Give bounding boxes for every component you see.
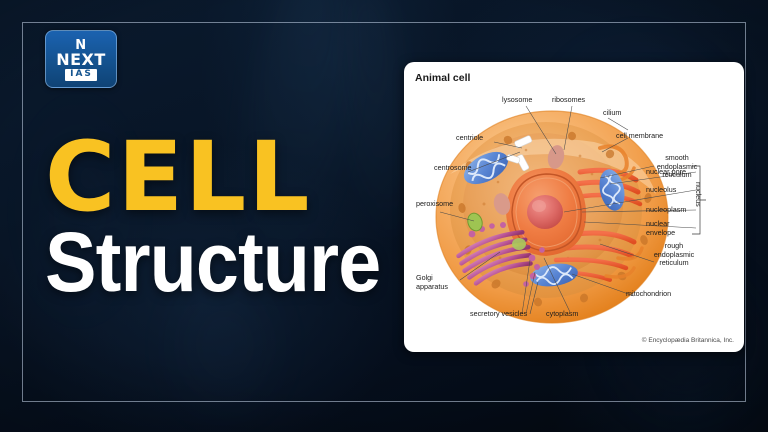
- copyright-notice: © Encyclopædia Britannica, Inc.: [641, 337, 734, 344]
- title-line-structure: Structure: [45, 215, 381, 309]
- label-ribosomes: ribosomes: [552, 95, 586, 104]
- mitochondrion-shape: [463, 151, 625, 287]
- animal-cell-illustration: [435, 105, 706, 324]
- label-nucleolus: nucleolus: [646, 185, 677, 194]
- slide-border-frame: [22, 22, 746, 402]
- label-rough-endoplasmic-reticulum: rough endoplasmic reticulum: [653, 241, 695, 268]
- logo-badge-ias: IAS: [65, 68, 97, 81]
- label-nuclear-pore: nuclear pore: [646, 167, 686, 176]
- centriole-shape: [506, 135, 533, 172]
- secretory-vesicles-shape: [468, 222, 545, 287]
- label-nucleoplasm: nucleoplasm: [646, 205, 687, 214]
- label-nuclear-envelope: nuclear envelope: [646, 219, 676, 237]
- peroxisome-shape: [467, 212, 483, 232]
- label-peroxisome: peroxisome: [416, 199, 454, 208]
- golgi-apparatus-shape: [456, 230, 533, 286]
- animal-cell-diagram-card: Animal cell: [404, 62, 744, 352]
- title-line-cell: CELL: [45, 121, 312, 233]
- label-cilium: cilium: [603, 108, 622, 117]
- logo-word-next: NEXT: [56, 49, 106, 69]
- label-smooth-endoplasmic-reticulum: smooth endoplasmic reticulum: [656, 153, 698, 180]
- label-nucleus-bracket: nucleus: [694, 182, 703, 207]
- lysosome-shape: [493, 193, 511, 215]
- label-cell-membrane: cell membrane: [616, 131, 664, 140]
- label-lysosome: lysosome: [502, 95, 533, 104]
- nuclear-envelope-shape: [511, 173, 582, 252]
- label-centriole: centriole: [456, 133, 484, 142]
- nucleolus-shape: [527, 195, 563, 229]
- label-secretory-vesicles: secretory vesicles: [470, 309, 528, 318]
- label-mitochondrion: mitochondrion: [626, 289, 672, 298]
- label-leader-lines: [439, 105, 697, 315]
- label-centrosome: centrosome: [434, 163, 472, 172]
- page-title: CELL Structure: [45, 121, 405, 309]
- nucleus-bracket-icon: [692, 165, 706, 235]
- lysosome-shape: [547, 145, 565, 169]
- logo-letter-n: N: [75, 37, 87, 53]
- cilium-shape: [624, 111, 640, 134]
- diagram-title: Animal cell: [415, 72, 471, 84]
- next-ias-logo[interactable]: N NEXT IAS: [45, 30, 117, 88]
- label-cytoplasm: cytoplasm: [546, 309, 579, 318]
- label-golgi-apparatus: Golgi apparatus: [416, 273, 448, 291]
